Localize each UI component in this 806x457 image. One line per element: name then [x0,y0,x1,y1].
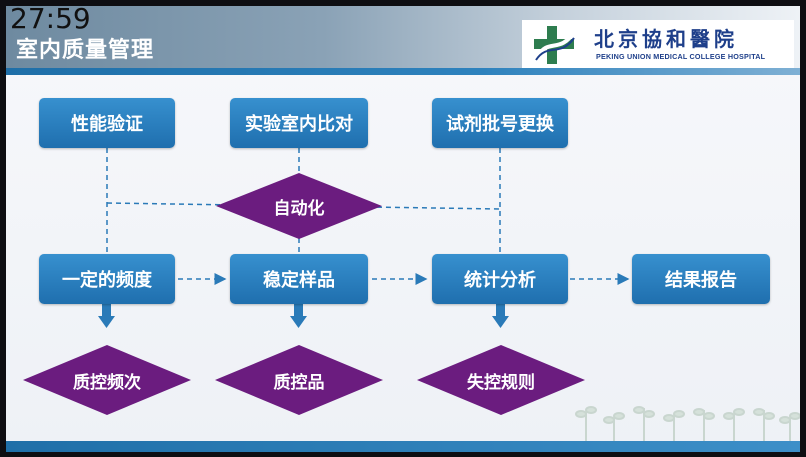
down-arrow-3 [492,304,509,328]
box-intralab-comparison: 实验室内比对 [230,98,368,148]
box-performance-verification: 性能验证 [39,98,175,148]
dashed-line-horizontal [106,202,501,210]
logo-english-name: PEKING UNION MEDICAL COLLEGE HOSPITAL [596,52,766,61]
header-band [6,68,800,75]
timer-overlay: 27:59 [10,2,91,35]
down-arrow-1 [98,304,115,328]
box-result-report: 结果报告 [632,254,770,304]
down-arrow-2 [290,304,307,328]
footer-band [6,441,800,452]
connector-lines [98,148,630,328]
box-statistical-analysis: 统计分析 [432,254,568,304]
hospital-logo: 北京協和醫院 PEKING UNION MEDICAL COLLEGE HOSP… [522,20,794,68]
slide: 室内质量管理 北京協和醫院 PEKING UNION MEDICAL COLLE… [6,6,800,452]
box-stable-sample: 稳定样品 [230,254,368,304]
box-frequency: 一定的频度 [39,254,175,304]
logo-chinese-name: 北京協和醫院 [594,27,738,51]
slide-title: 室内质量管理 [16,37,155,62]
box-reagent-lot-change: 试剂批号更换 [432,98,568,148]
hospital-emblem-icon [534,26,576,64]
decorative-plants-icon [575,406,800,442]
